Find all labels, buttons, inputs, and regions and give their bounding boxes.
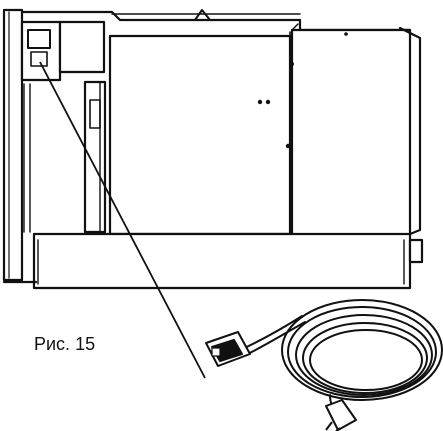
plug-icon [325, 399, 357, 431]
rivet-dots [257, 32, 348, 149]
iec-connector-icon [205, 331, 251, 367]
leader-line [39, 61, 206, 379]
appliance-body [2, 8, 424, 290]
figure-caption: Рис. 15 [34, 334, 96, 354]
